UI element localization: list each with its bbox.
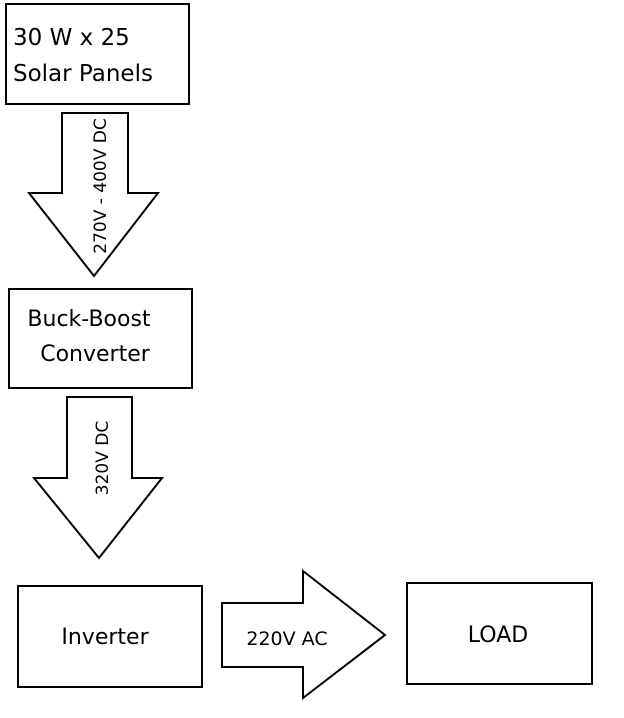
inverter-block: Inverter	[17, 585, 203, 688]
arrow-voltage-label: 220V AC	[246, 628, 327, 650]
arrow-voltage-label: 270V - 400V DC	[91, 118, 111, 253]
converter-box	[8, 288, 193, 389]
arrow-solar-to-converter: 270V - 400V DC	[26, 112, 161, 278]
inverter-label: Inverter	[61, 625, 149, 650]
load-box	[406, 582, 593, 685]
converter-title-line2: Converter	[40, 342, 151, 367]
converter-title-line1: Buck-Boost	[27, 307, 151, 332]
solar-panels-count-label: 30 W x 25	[13, 25, 130, 51]
inverter-box	[17, 585, 203, 688]
load-label: LOAD	[468, 623, 528, 648]
solar-panels-title-label: Solar Panels	[13, 61, 153, 87]
down-arrow-shape	[26, 112, 161, 278]
converter-block: Buck-Boost Converter	[8, 288, 193, 389]
arrow-voltage-label: 320V DC	[93, 421, 113, 495]
load-block: LOAD	[406, 582, 593, 685]
solar-panels-block: 30 W x 25 Solar Panels	[5, 3, 190, 105]
solar-panels-box	[5, 3, 190, 105]
arrow-converter-to-inverter: 320V DC	[31, 396, 165, 560]
arrow-inverter-to-load: 220V AC	[221, 568, 387, 701]
down-arrow-shape	[31, 396, 165, 560]
right-arrow-shape	[221, 568, 387, 701]
